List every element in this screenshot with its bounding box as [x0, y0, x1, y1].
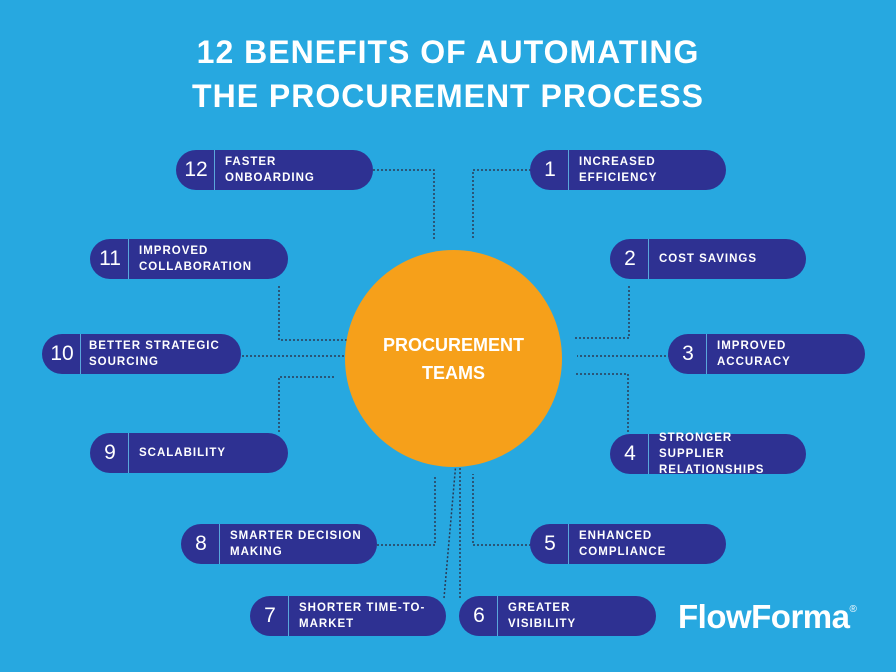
benefit-number: 8: [195, 532, 207, 555]
benefit-5-pill: 5 ENHANCED COMPLIANCE: [530, 524, 726, 564]
benefit-number: 11: [99, 247, 121, 270]
connector-8: [377, 477, 436, 546]
benefit-label: SHORTER TIME-TO-MARKET: [299, 602, 426, 630]
benefit-number: 2: [624, 247, 636, 270]
benefit-7-pill: 7 SHORTER TIME-TO-MARKET: [250, 596, 446, 636]
registered-mark: ®: [849, 604, 857, 615]
connector-5: [472, 474, 531, 546]
pill-divider: [80, 334, 81, 374]
benefit-label: GREATER VISIBILITY: [508, 602, 577, 630]
connector-7: [443, 461, 457, 599]
flowforma-logo: FlowForma®: [678, 598, 857, 636]
benefit-10-pill: 10 BETTER STRATEGIC SOURCING: [42, 334, 241, 374]
title-line-2: THE PROCUREMENT PROCESS: [192, 78, 704, 114]
benefit-label: SMARTER DECISION MAKING: [230, 530, 362, 558]
pill-divider: [568, 150, 569, 190]
benefit-number: 5: [544, 532, 556, 555]
connector-9: [278, 376, 334, 432]
benefit-9-pill: 9 SCALABILITY: [90, 433, 288, 473]
benefit-label: FASTER ONBOARDING: [225, 156, 315, 184]
benefit-label: COST SAVINGS: [659, 253, 758, 265]
hub-line-1: PROCUREMENT: [382, 334, 524, 355]
pill-divider: [648, 239, 649, 279]
benefit-number: 10: [50, 342, 74, 365]
title-line-1: 12 BENEFITS OF AUTOMATING: [196, 34, 700, 70]
benefit-label: IMPROVED ACCURACY: [717, 340, 791, 368]
pill-divider: [497, 596, 498, 636]
benefit-number: 3: [682, 342, 694, 365]
benefit-label: INCREASED EFFICIENCY: [579, 156, 658, 184]
benefit-8-pill: 8 SMARTER DECISION MAKING: [181, 524, 377, 564]
pill-divider: [706, 334, 707, 374]
benefit-number: 12: [184, 158, 208, 181]
connector-12: [373, 169, 435, 240]
hub-line-2: TEAMS: [422, 362, 485, 383]
benefit-label: SCALABILITY: [139, 447, 227, 459]
benefit-12-pill: 12 FASTER ONBOARDING: [176, 150, 373, 190]
pill-divider: [214, 150, 215, 190]
benefit-11-pill: 11 IMPROVED COLLABORATION: [90, 239, 288, 279]
benefit-label: IMPROVED COLLABORATION: [139, 245, 253, 273]
pill-divider: [219, 524, 220, 564]
benefit-6-pill: 6 GREATER VISIBILITY: [459, 596, 656, 636]
benefit-number: 7: [264, 604, 276, 627]
pill-divider: [648, 434, 649, 474]
benefit-2-pill: 2 COST SAVINGS: [610, 239, 806, 279]
benefit-number: 1: [544, 158, 556, 181]
pill-divider: [128, 433, 129, 473]
procurement-teams-hub: PROCUREMENT TEAMS: [345, 250, 562, 467]
benefit-label: BETTER STRATEGIC SOURCING: [89, 340, 220, 368]
connector-1: [472, 169, 531, 238]
benefit-1-pill: 1 INCREASED EFFICIENCY: [530, 150, 726, 190]
connector-2: [573, 286, 630, 339]
benefit-label: ENHANCED COMPLIANCE: [579, 530, 667, 558]
page-title: 12 BENEFITS OF AUTOMATING THE PROCUREMEN…: [0, 30, 896, 118]
pill-divider: [288, 596, 289, 636]
benefit-4-pill: 4 STRONGER SUPPLIER RELATIONSHIPS: [610, 432, 806, 476]
benefit-number: 6: [473, 604, 485, 627]
connector-11: [278, 286, 350, 341]
logo-text: FlowForma: [678, 598, 850, 635]
benefit-label: STRONGER SUPPLIER RELATIONSHIPS: [659, 432, 765, 476]
pill-divider: [568, 524, 569, 564]
pill-divider: [128, 239, 129, 279]
benefit-number: 9: [104, 441, 116, 464]
connector-4: [576, 373, 629, 432]
benefit-number: 4: [624, 442, 636, 465]
benefit-3-pill: 3 IMPROVED ACCURACY: [668, 334, 865, 374]
